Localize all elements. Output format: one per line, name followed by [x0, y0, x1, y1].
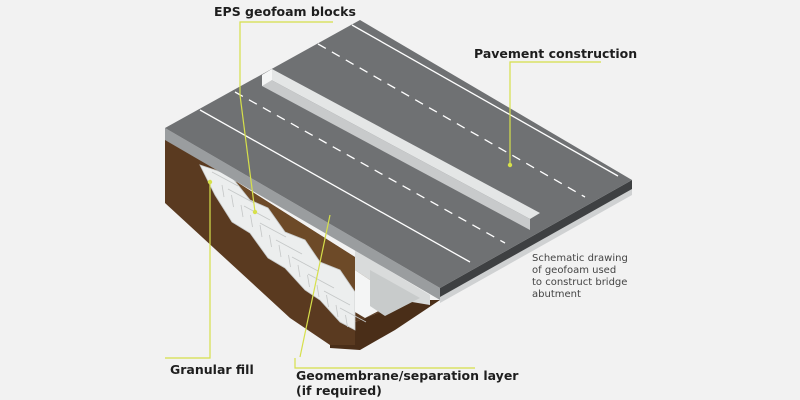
geofoam-joint: [240, 204, 244, 218]
geofoam-joint: [339, 307, 367, 323]
geofoam-joint: [211, 171, 239, 187]
leader-dot-pavement: [507, 162, 513, 168]
geofoam-joint: [243, 205, 271, 221]
geofoam-joint: [231, 194, 234, 208]
edge-line-right: [351, 24, 619, 177]
geofoam-joint: [250, 214, 253, 228]
leader-dot-eps: [252, 209, 258, 215]
leader-eps-geofoam-tail: [239, 94, 256, 213]
geofoam-joint: [297, 264, 301, 278]
soil-base: [330, 300, 440, 350]
geofoam-joint: [259, 222, 287, 238]
lane-divider-right: [317, 43, 586, 198]
leader-dots: [207, 162, 513, 215]
lane-divider-left: [234, 91, 506, 244]
median-barrier-top: [262, 69, 540, 219]
geofoam-joint: [227, 188, 255, 204]
eps-geofoam-blocks: [199, 164, 356, 331]
label-geomembrane: Geomembrane/separation layer (if require…: [296, 368, 518, 398]
geofoam-joint: [323, 290, 351, 306]
caption-line-3: to construct bridge: [532, 277, 628, 288]
leader-granular-fill: [165, 182, 211, 359]
label-eps-geofoam-blocks: EPS geofoam blocks: [214, 4, 356, 19]
leader-dot-granular: [207, 179, 213, 185]
geofoam-joint: [288, 254, 291, 268]
geofoam-joint: [291, 256, 319, 272]
geofoam-joint: [345, 314, 348, 328]
geofoam-block-joints: [211, 171, 367, 328]
caption-line-4: abutment: [532, 289, 581, 300]
bridge-girder-inner: [370, 270, 420, 316]
geofoam-joint: [275, 239, 303, 255]
geofoam-joint: [326, 294, 329, 308]
leader-pavement: [509, 61, 601, 165]
leader-geomembrane-hook: [294, 358, 475, 369]
geofoam-joint: [316, 284, 320, 298]
label-geomembrane-line2: (if required): [296, 383, 382, 398]
diagram-caption: Schematic drawing of geofoam used to con…: [532, 253, 662, 301]
median-barrier-end: [262, 69, 272, 86]
leader-geomembrane: [299, 214, 331, 358]
label-granular-fill: Granular fill: [170, 362, 254, 377]
deck-slab-front: [165, 128, 440, 300]
leader-lines: [165, 21, 601, 369]
geofoam-joint: [259, 224, 263, 238]
leader-eps-geofoam: [239, 21, 333, 95]
geofoam-joint: [307, 274, 310, 288]
geofoam-joint: [335, 304, 339, 318]
geofoam-joint: [307, 273, 335, 289]
label-pavement-construction: Pavement construction: [474, 46, 638, 61]
caption-line-1: Schematic drawing: [532, 253, 628, 264]
median-barrier-side: [262, 75, 530, 230]
geofoam-joint: [278, 244, 282, 258]
geofoam-joint: [221, 184, 225, 198]
caption-line-2: of geofoam used: [532, 265, 617, 276]
bridge-girder-side: [355, 250, 430, 305]
label-geomembrane-line1: Geomembrane/separation layer: [296, 368, 519, 383]
deck-slab-right-edge: [440, 189, 632, 303]
geofoam-joint: [269, 234, 272, 248]
